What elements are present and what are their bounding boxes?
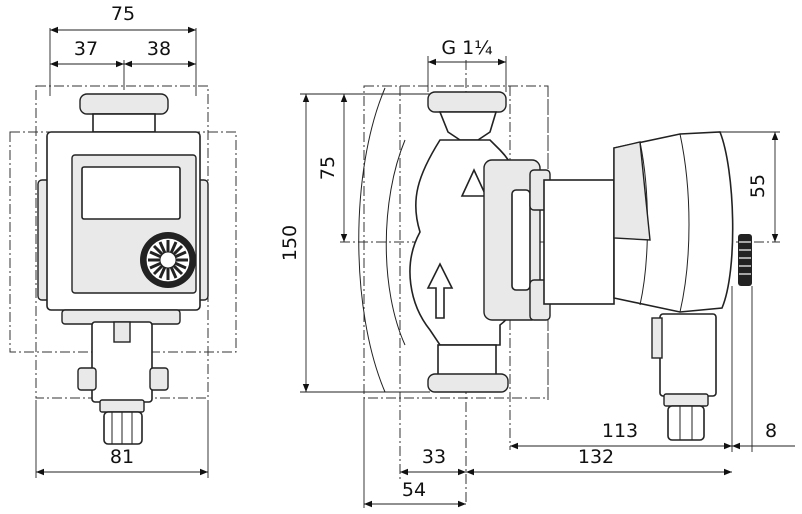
dim-label-75-top: 75: [111, 3, 135, 25]
side-view: G 1¼ 150 75 55 113 8 33 132 54: [279, 37, 795, 508]
dim-label-55: 55: [747, 174, 769, 198]
dim-label-37: 37: [74, 38, 98, 60]
dim-label-54: 54: [402, 479, 426, 501]
dim-label-thread: G 1¼: [441, 37, 492, 59]
front-view: 75 37 38 81: [9, 3, 237, 478]
side-cable-box: [659, 313, 717, 397]
dim-label-33: 33: [422, 446, 446, 468]
side-connector: [667, 405, 705, 441]
display-window: [81, 166, 181, 220]
dim-label-150: 150: [279, 225, 301, 261]
motor-housing: [543, 179, 615, 305]
front-connector: [103, 411, 143, 445]
flow-arrow-up-top: [460, 168, 488, 197]
dim-label-8: 8: [765, 420, 777, 442]
control-knob: [140, 232, 196, 288]
dim-label-38: 38: [147, 38, 171, 60]
dim-label-113: 113: [602, 420, 638, 442]
flow-arrow-up: [426, 262, 454, 319]
side-bottom-flange: [427, 373, 509, 393]
side-plug: [738, 234, 752, 286]
dim-label-132: 132: [578, 446, 614, 468]
volute-outline: [358, 87, 386, 393]
dim-label-81: 81: [110, 446, 134, 468]
side-top-flange: [427, 91, 507, 113]
dim-label-75-side: 75: [317, 156, 339, 180]
front-top-flange: [79, 93, 169, 115]
